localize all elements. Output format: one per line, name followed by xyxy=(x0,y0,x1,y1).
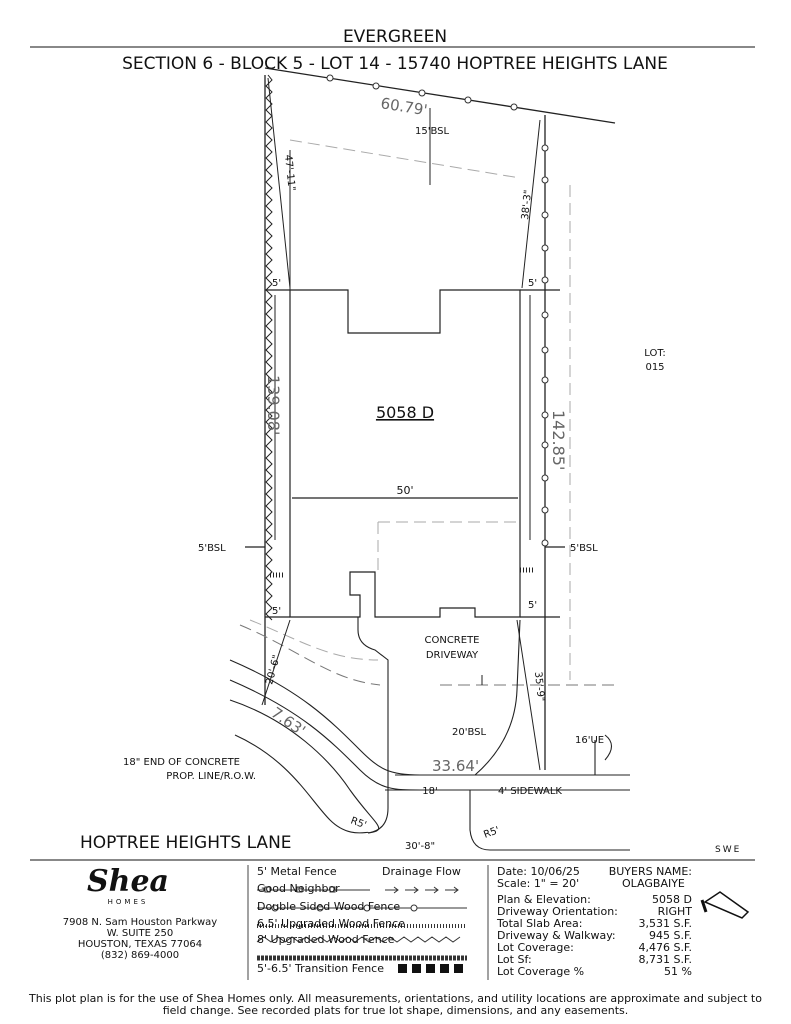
info-value: 4,476 S.F. xyxy=(638,941,692,954)
legend-transition: 5'-6.5' Transition Fence xyxy=(257,962,384,975)
utility-symbols: SWE xyxy=(715,845,741,855)
driveway-label-line2: DRIVEWAY xyxy=(426,650,479,661)
date-label: Date: xyxy=(497,865,527,878)
setback-right-bottom: 5' xyxy=(528,600,537,611)
plan-info: Date: 10/06/25 BUYERS NAME: Scale: 1" = … xyxy=(497,866,692,978)
driveway-label-line1: CONCRETE xyxy=(424,635,479,646)
right-top-dimension: 38'-3" xyxy=(520,189,534,220)
legend-drainage-flow: Drainage Flow xyxy=(382,865,461,878)
adjacent-lot-number: 015 xyxy=(645,362,664,373)
info-value: 5058 D xyxy=(652,893,692,906)
info-row: Driveway Orientation: RIGHT xyxy=(497,906,692,918)
lot-title: SECTION 6 - BLOCK 5 - LOT 14 - 15740 HOP… xyxy=(122,54,668,74)
date-row: Date: 10/06/25 BUYERS NAME: xyxy=(497,866,692,878)
info-row: Total Slab Area: 3,531 S.F. xyxy=(497,918,692,930)
buyers-label: BUYERS NAME: xyxy=(608,865,692,878)
info-label: Plan & Elevation: xyxy=(497,893,591,906)
street-name: HOPTREE HEIGHTS LANE xyxy=(80,833,292,853)
front-curve-length: 7.63' xyxy=(268,704,309,740)
pen-icon xyxy=(700,891,750,919)
info-row: Lot Coverage: 4,476 S.F. xyxy=(497,942,692,954)
setback-left-top: 5' xyxy=(272,278,281,289)
legend-double-sided: Double Sided Wood Fence xyxy=(257,900,401,913)
sidewalk-label: 4' SIDEWALK xyxy=(498,786,562,797)
front-left-dimension: 20'-6" xyxy=(264,654,282,686)
scale-value: 1" = 20' xyxy=(533,877,580,890)
grass-hatch xyxy=(270,567,535,578)
house-plan-label: 5058 D xyxy=(376,403,434,422)
front-right-dimension: 35'-9" xyxy=(532,671,546,702)
legend-good-neighbor: Good Neighbor xyxy=(257,882,340,895)
left-bsl: 5'BSL xyxy=(198,543,226,554)
buyer-name: OLAGBAIYE xyxy=(622,877,685,890)
info-label: Driveway & Walkway: xyxy=(497,929,616,942)
driveway-and-street xyxy=(229,617,630,851)
property-line-label: PROP. LINE/R.O.W. xyxy=(166,771,256,782)
address-line: W. SUITE 250 xyxy=(106,928,174,939)
info-row: Driveway & Walkway: 945 S.F. xyxy=(497,930,692,942)
utility-easement: 16'UE xyxy=(575,735,604,746)
info-row: Plan & Elevation: 5058 D xyxy=(497,894,692,906)
setback-lines xyxy=(239,139,620,686)
house-footprint xyxy=(245,289,565,618)
info-value: 3,531 S.F. xyxy=(638,917,692,930)
legend-metal-fence: 5' Metal Fence xyxy=(257,865,337,878)
info-value: 51 % xyxy=(664,965,692,978)
drainage-arrows-icon xyxy=(385,886,459,894)
shea-homes-logo: Shea HOMES xyxy=(78,866,178,907)
scale-row: Scale: 1" = 20' OLAGBAIYE xyxy=(497,878,692,890)
front-line-length: 33.64' xyxy=(432,757,479,775)
street-dimension: 30'-8" xyxy=(405,841,435,852)
driveway-width: 18' xyxy=(422,786,437,797)
info-value: RIGHT xyxy=(657,905,692,918)
disclaimer: This plot plan is for the use of Shea Ho… xyxy=(29,992,762,1017)
dimension-lines xyxy=(261,77,541,771)
info-label: Lot Sf: xyxy=(497,953,532,966)
right-line-length: 142.85' xyxy=(549,410,568,470)
logo-wordmark: Shea xyxy=(86,864,169,899)
top-bsl-label: 15'BSL xyxy=(415,126,450,137)
end-of-concrete-label: 18" END OF CONCRETE xyxy=(123,757,240,768)
info-label: Total Slab Area: xyxy=(497,917,583,930)
setback-left-bottom: 5' xyxy=(272,606,281,617)
right-bsl: 5'BSL xyxy=(570,543,598,554)
scale-label: Scale: xyxy=(497,877,531,890)
house-width: 50' xyxy=(396,484,413,497)
radius-right: R5' xyxy=(482,825,501,841)
phone-number: (832) 869-4000 xyxy=(100,950,180,961)
fence-upgraded-wood xyxy=(265,74,273,621)
legend-upgraded-8: 8' Upgraded Wood Fence xyxy=(257,933,395,946)
info-row: Lot Coverage % 51 % xyxy=(497,966,692,978)
adjacent-lot-label: LOT: xyxy=(644,348,665,359)
address-line: 7908 N. Sam Houston Parkway xyxy=(62,917,218,928)
subdivision-name: EVERGREEN xyxy=(343,27,447,47)
legend-symbols xyxy=(256,886,467,973)
front-bsl: 20'BSL xyxy=(452,727,487,738)
info-label: Lot Coverage % xyxy=(497,965,585,978)
info-value: 8,731 S.F. xyxy=(638,953,692,966)
info-value: 945 S.F. xyxy=(648,929,692,942)
metal-fence-posts xyxy=(326,74,549,547)
top-line-length: 60.79' xyxy=(379,94,428,119)
info-label: Driveway Orientation: xyxy=(497,905,618,918)
setback-right-top: 5' xyxy=(528,278,537,289)
logo-subtext: HOMES xyxy=(107,898,149,906)
company-address: 7908 N. Sam Houston Parkway W. SUITE 250… xyxy=(40,917,240,961)
legend-upgraded-65: 6.5' Upgraded Wood Fence xyxy=(257,917,405,930)
address-line: HOUSTON, TEXAS 77064 xyxy=(77,939,203,950)
info-row: Lot Sf: 8,731 S.F. xyxy=(497,954,692,966)
info-label: Lot Coverage: xyxy=(497,941,574,954)
radius-left: R5' xyxy=(349,815,368,831)
left-top-dimension: 47'-11" xyxy=(282,154,297,191)
left-line-length: 139.08' xyxy=(264,375,283,435)
date-value: 10/06/25 xyxy=(530,865,580,878)
